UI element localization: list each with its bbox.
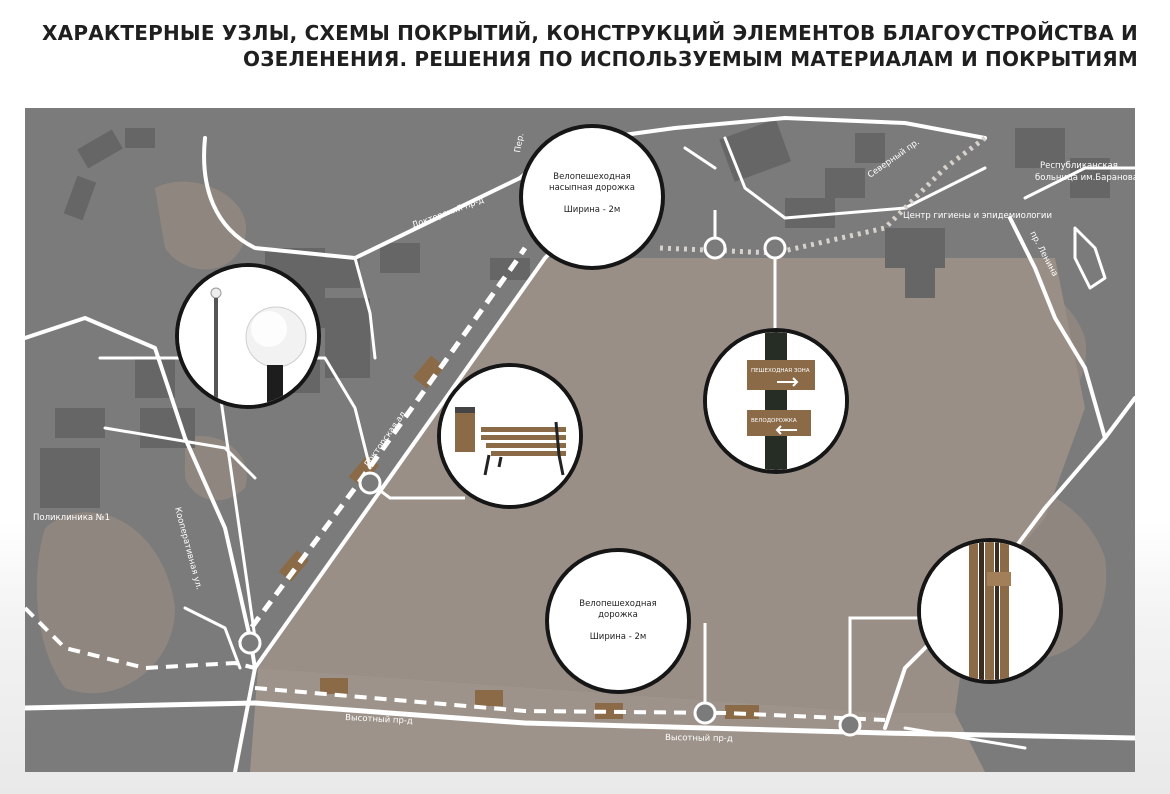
node-marker-5: [693, 701, 717, 725]
callout-path-top-line2: насыпная дорожка: [549, 183, 635, 193]
place-label-hospital-line1: Республиканская: [1040, 161, 1118, 171]
node-marker-1: [703, 236, 727, 260]
site-map: Докторский пр-д Докторская ал. Высотный …: [25, 108, 1135, 772]
title-line-1: ХАРАКТЕРНЫЕ УЗЛЫ, СХЕМЫ ПОКРЫТИЙ, КОНСТР…: [42, 21, 1138, 45]
callout-path-top: Велопешеходная насыпная дорожка Ширина -…: [519, 124, 665, 270]
node-marker-3: [358, 471, 382, 495]
bench-illustration: [441, 367, 579, 505]
street-label-top-small: Пер.: [513, 132, 526, 153]
callout-path-bottom-name: Велопешеходная дорожка Ширина - 2м: [549, 599, 687, 643]
place-label-center-hygiene: Центр гигиены и эпидемиологии: [903, 211, 1052, 221]
callout-path-bottom-width: Ширина - 2м: [589, 632, 647, 642]
street-label-vysotnyy-right: Высотный пр-д: [665, 733, 733, 744]
sign-2-text: ВЕЛОДОРОЖКА: [751, 418, 797, 424]
callout-path-top-width: Ширина - 2м: [563, 205, 621, 215]
place-label-hospital-line2: больница им.Баранова: [1035, 173, 1135, 183]
node-marker-4: [238, 631, 262, 655]
callout-info-stand: [917, 538, 1063, 684]
callout-path-bottom: Велопешеходная дорожка Ширина - 2м: [545, 548, 691, 694]
node-marker-2: [763, 236, 787, 260]
signpost-illustration: ПЕШЕХОДНАЯ ЗОНА ВЕЛОДОРОЖКА: [707, 332, 845, 470]
dashed-paths: [25, 246, 886, 722]
title-line-2: ОЗЕЛЕНЕНИЯ. РЕШЕНИЯ ПО ИСПОЛЬЗУЕМЫМ МАТЕ…: [243, 47, 1138, 71]
park-lower: [250, 668, 985, 772]
arrow-right-icon: [777, 377, 799, 387]
node-marker-6: [838, 713, 862, 737]
callout-bench: [437, 363, 583, 509]
node-markers: [238, 236, 862, 737]
callout-signpost: ПЕШЕХОДНАЯ ЗОНА ВЕЛОДОРОЖКА: [703, 328, 849, 474]
callout-lamp: [175, 263, 321, 409]
lamp-illustration: [179, 267, 317, 405]
arrow-left-icon: [775, 425, 797, 435]
street-label-vysotnyy-left: Высотный пр-д: [345, 713, 413, 727]
park-area: [258, 258, 1085, 713]
info-stand-illustration: [921, 542, 1059, 680]
callout-path-bottom-line1: Велопешеходная: [579, 599, 657, 609]
dirt-path-top: [659, 136, 987, 256]
callout-path-top-line1: Велопешеходная: [553, 172, 631, 182]
callout-path-bottom-line2: дорожка: [598, 610, 638, 620]
callout-path-top-name: Велопешеходная насыпная дорожка Ширина -…: [523, 172, 661, 216]
page-title: ХАРАКТЕРНЫЕ УЗЛЫ, СХЕМЫ ПОКРЫТИЙ, КОНСТР…: [38, 20, 1138, 72]
sign-1-text: ПЕШЕХОДНАЯ ЗОНА: [751, 368, 810, 374]
place-label-poliklinika: Поликлиника №1: [33, 513, 110, 523]
